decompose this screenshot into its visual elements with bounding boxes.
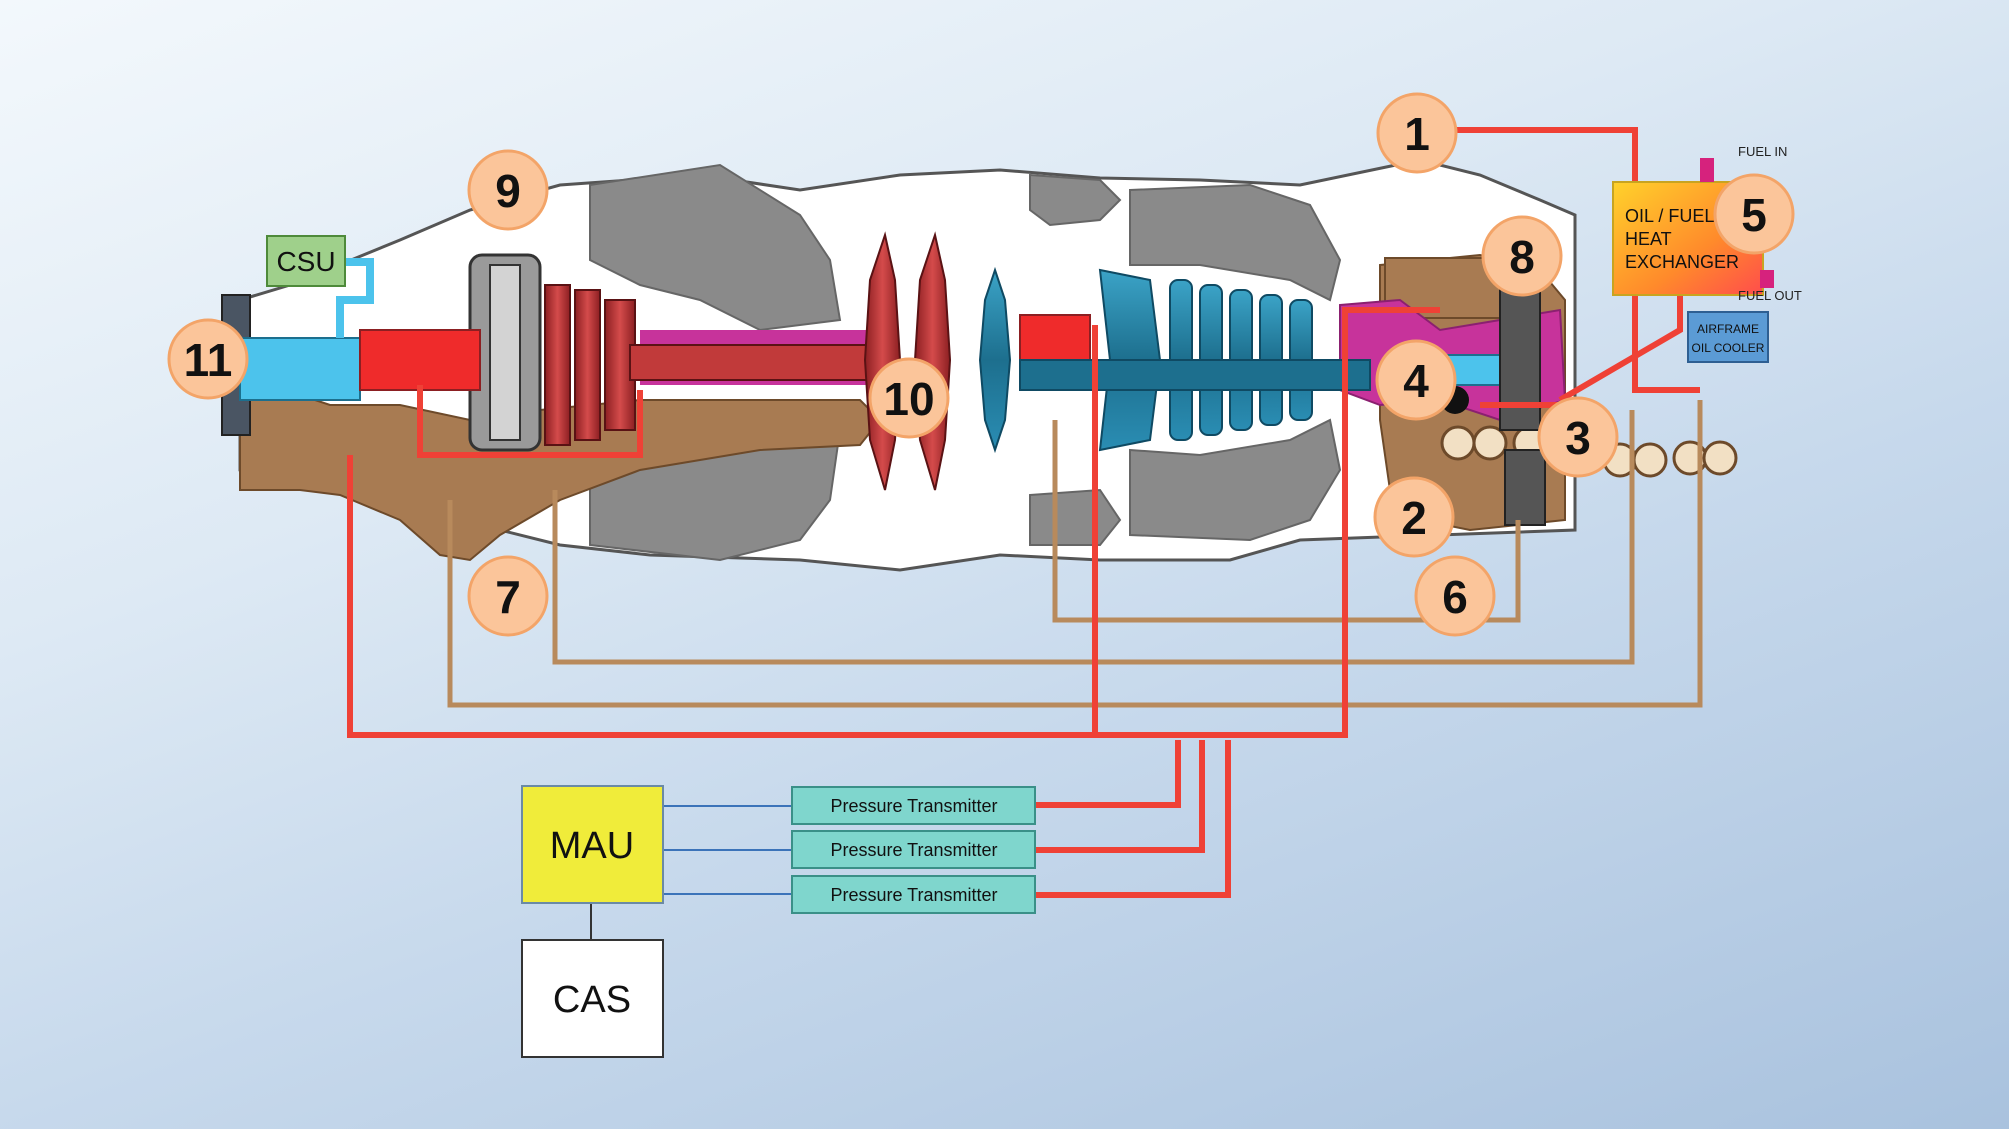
svg-text:3: 3 [1565,412,1591,464]
propeller-shaft-blue [239,337,361,401]
callout-1: 1 [1376,92,1458,174]
signal-lines [663,805,792,895]
cooler-label-line2: OIL COOLER [1692,341,1765,355]
cas-label: CAS [553,979,631,1021]
callout-5: 5 [1713,173,1795,255]
svg-text:5: 5 [1741,189,1767,241]
csu-label: CSU [276,246,335,277]
callout-2: 2 [1373,476,1455,558]
combustion-chamber-lower [1129,418,1342,542]
svg-text:7: 7 [495,571,521,623]
compressor-turbine-disc [978,266,1012,454]
pressure-transmitter-1: Pressure Transmitter [791,786,1036,825]
pressure-transmitter-2-label: Pressure Transmitter [830,840,997,860]
planetary-gear-inner [489,264,521,441]
pressure-transmitter-1-label: Pressure Transmitter [830,796,997,816]
hx-label-line2: HEAT [1625,229,1672,249]
svg-text:1: 1 [1404,108,1430,160]
upper-intake-duct [589,163,842,332]
svg-text:4: 4 [1403,355,1429,407]
scavenge-line-outer [447,400,1703,708]
accessory-gear-train-lower [1504,449,1546,526]
svg-text:8: 8 [1509,231,1535,283]
reduction-gearbox-sump [239,394,882,562]
mau-label: MAU [550,825,634,867]
callout-8: 8 [1481,215,1563,297]
pressure-gearbox-branch [417,385,643,458]
transmitter-line-1 [1035,740,1181,808]
fuel-out-port [1760,270,1774,288]
callout-10: 10 [868,357,950,439]
lower-exhaust-duct [1029,488,1122,546]
prop-shaft-red [359,329,481,391]
pressure-transmitter-3-label: Pressure Transmitter [830,885,997,905]
hx-label-line1: OIL / FUEL [1625,206,1714,226]
csu-box: CSU [266,235,346,287]
cooler-label-line1: AIRFRAME [1697,322,1759,336]
callout-6: 6 [1414,555,1496,637]
callout-3: 3 [1537,396,1619,478]
transmitter-line-2 [1035,740,1205,853]
pressure-transmitter-2: Pressure Transmitter [791,830,1036,869]
mau-box: MAU [521,785,664,904]
callout-9: 9 [467,149,549,231]
callout-11: 11 [167,318,249,400]
svg-text:10: 10 [883,373,934,425]
gear-red-1 [544,284,571,446]
transmitter-line-3 [1035,740,1231,898]
svg-text:11: 11 [184,334,233,386]
pressure-line-hx [1558,290,1683,403]
airframe-oil-cooler: AIRFRAME OIL COOLER [1687,311,1769,363]
combustion-chamber-upper [1129,183,1342,302]
svg-text:2: 2 [1401,492,1427,544]
svg-text:6: 6 [1442,571,1468,623]
scavenge-line-inner [1052,420,1521,623]
fuel-in-port [1700,158,1714,182]
turbine-bearing-red [1019,314,1091,361]
compressor-shaft [1019,359,1371,391]
gear-red-2 [574,289,601,441]
upper-exhaust-duct [1029,173,1122,227]
fuel-in-label: FUEL IN [1738,144,1787,159]
drive-shaft-red [629,344,891,381]
pressure-main-loop [347,307,1440,738]
csu-oil-line [320,258,374,338]
hx-label-line3: EXCHANGER [1625,252,1739,272]
callout-4: 4 [1375,339,1457,421]
callout-7: 7 [467,555,549,637]
engine-cutaway [221,158,1738,572]
svg-text:9: 9 [495,165,521,217]
fuel-out-label: FUEL OUT [1738,288,1802,303]
cas-box: CAS [521,939,664,1058]
pressure-transmitter-3: Pressure Transmitter [791,875,1036,914]
